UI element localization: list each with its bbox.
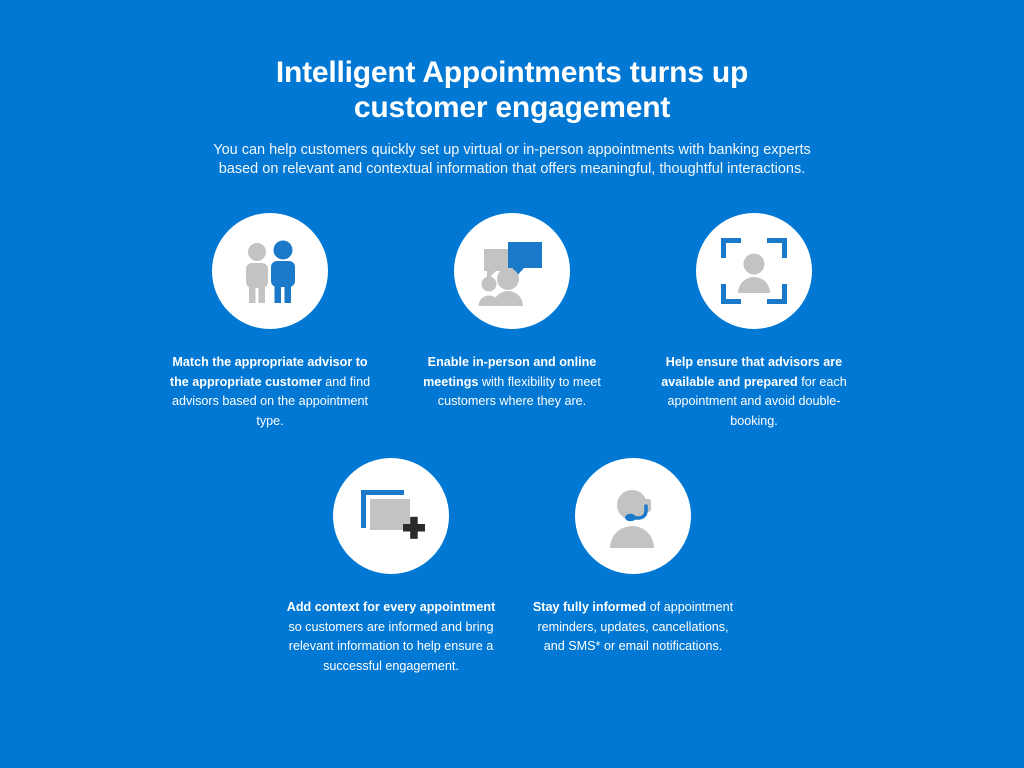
add-window-icon [354,479,428,553]
feature-caption-bold-4: Add context for every appointment [286,600,496,614]
feature-icon-circle-5 [575,458,691,574]
headset-agent-icon [596,479,670,553]
feature-icon-circle-1 [212,213,328,329]
feature-caption-bold-3: Help ensure that advisors are available … [661,355,843,389]
feature-caption-5: Stay fully informed of appointment remin… [528,598,738,657]
feature-row-top: Match the appropriate advisor to the app… [0,213,1024,431]
feature-caption-bold-1: Match the appropriate advisor to the app… [169,355,368,389]
feature-caption-bold-2: Enable in-person and online meetings [423,355,597,389]
two-people-icon [233,234,307,308]
feature-card-4: Add context for every appointment so cus… [270,458,512,676]
feature-caption-regular-4: so customers are informed and bring rele… [288,619,494,673]
feature-card-2: Enable in-person and online meetings wit… [391,213,633,431]
feature-icon-circle-4 [333,458,449,574]
person-focus-frame-icon [717,234,791,308]
feature-icon-circle-3 [696,213,812,329]
feature-card-3: Help ensure that advisors are available … [633,213,875,431]
page-title: Intelligent Appointments turns up custom… [275,56,749,124]
feature-caption-2: Enable in-person and online meetings wit… [407,353,617,412]
feature-card-1: Match the appropriate advisor to the app… [149,213,391,431]
page-subtitle: You can help customers quickly set up vi… [213,142,811,177]
feature-caption-regular-1: and find advisors based on the appointme… [171,374,371,428]
feature-icon-circle-2 [454,213,570,329]
feature-caption-1: Match the appropriate advisor to the app… [165,353,375,431]
feature-caption-bold-5: Stay fully informed [532,600,647,614]
feature-caption-regular-3: for each appointment and avoid double-bo… [667,374,847,428]
feature-card-5: Stay fully informed of appointment remin… [512,458,754,676]
feature-row-bottom: Add context for every appointment so cus… [0,458,1024,676]
feature-caption-4: Add context for every appointment so cus… [286,598,496,676]
feature-caption-3: Help ensure that advisors are available … [649,353,859,431]
feature-caption-regular-5: of appointment reminders, updates, cance… [537,600,734,653]
feature-caption-regular-2: with flexibility to meet customers where… [437,374,601,409]
header: Intelligent Appointments turns up custom… [0,55,1024,179]
speech-bubbles-people-icon [475,234,549,308]
